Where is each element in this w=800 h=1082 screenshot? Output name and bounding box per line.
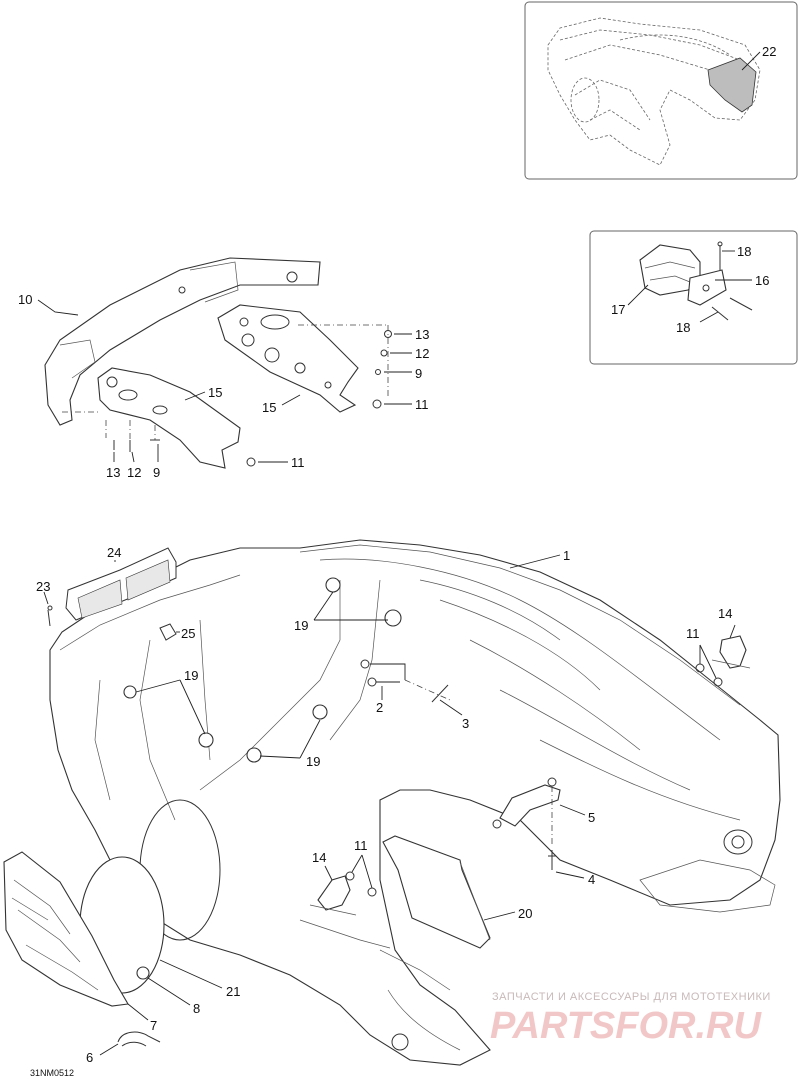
callout-14a: 14 [312,850,326,865]
callout-3: 3 [462,716,469,731]
grommets-19: 19 19 19 [123,577,402,769]
callout-24: 24 [107,545,121,560]
callout-18b: 18 [676,320,690,335]
callout-17: 17 [611,302,625,317]
clip-6: 6 [86,1031,161,1065]
callout-19a: 19 [294,618,308,633]
fasteners-2-3: 2 3 [360,659,469,731]
callout-19b: 19 [184,668,198,683]
cover-22 [707,57,757,113]
bracket-5: 5 4 [492,777,595,887]
callout-6: 6 [86,1050,93,1065]
callout-22: 22 [762,44,776,59]
callout-14b: 14 [718,606,732,621]
watermark-text: ЗАПЧАСТИ И АКСЕССУАРЫ ДЛЯ МОТОТЕХНИКИ [492,991,771,1003]
clip-14-center: 14 11 [309,838,377,916]
drawing-code: 31NM0512 [30,1068,74,1078]
callout-13b: 13 [415,327,429,342]
callout-15b: 15 [262,400,276,415]
callout-2: 2 [376,700,383,715]
callout-12a: 12 [127,465,141,480]
callout-9a: 9 [153,465,160,480]
watermark: ЗАПЧАСТИ И АКСЕССУАРЫ ДЛЯ МОТОТЕХНИКИ PA… [490,991,771,1047]
callout-9b: 9 [415,366,422,381]
callout-5: 5 [588,810,595,825]
callout-12b: 12 [415,346,429,361]
callout-18a: 18 [737,244,751,259]
rear-bumper-assembly: 10 15 15 13 12 9 11 11 13 12 9 [18,257,429,480]
callout-21: 21 [226,984,240,999]
watermark-brand: PARTSFOR.RU [490,1005,762,1047]
callout-23: 23 [36,579,50,594]
panel-20: 20 [382,835,532,949]
inset-panel-22: 22 [524,1,798,180]
side-panel-7: 7 [3,851,157,1033]
callout-25: 25 [181,626,195,641]
grommet-8: 8 [136,966,200,1016]
callout-8: 8 [193,1001,200,1016]
clip-14-right: 14 11 [686,606,751,687]
callout-11a: 11 [291,455,305,470]
callout-7: 7 [150,1018,157,1033]
callout-15a: 15 [208,385,222,400]
callout-13a: 13 [106,465,120,480]
support-15-right [217,304,359,413]
callout-11c: 11 [686,626,700,641]
bracket-16 [687,269,727,306]
callout-1: 1 [563,548,570,563]
callout-16: 16 [755,273,769,288]
callout-10: 10 [18,292,32,307]
inset-panel-bracket: 18 16 17 18 [589,230,798,365]
grill-24: 24 23 25 [36,545,195,641]
callout-11b: 11 [415,397,429,412]
bumper-10 [44,257,321,426]
tunnel-body-1: 1 [49,539,781,1066]
callout-20: 20 [518,906,532,921]
callout-19c: 19 [306,754,320,769]
support-15-left [97,367,241,469]
callout-11d: 11 [354,838,368,853]
callout-4: 4 [588,872,595,887]
